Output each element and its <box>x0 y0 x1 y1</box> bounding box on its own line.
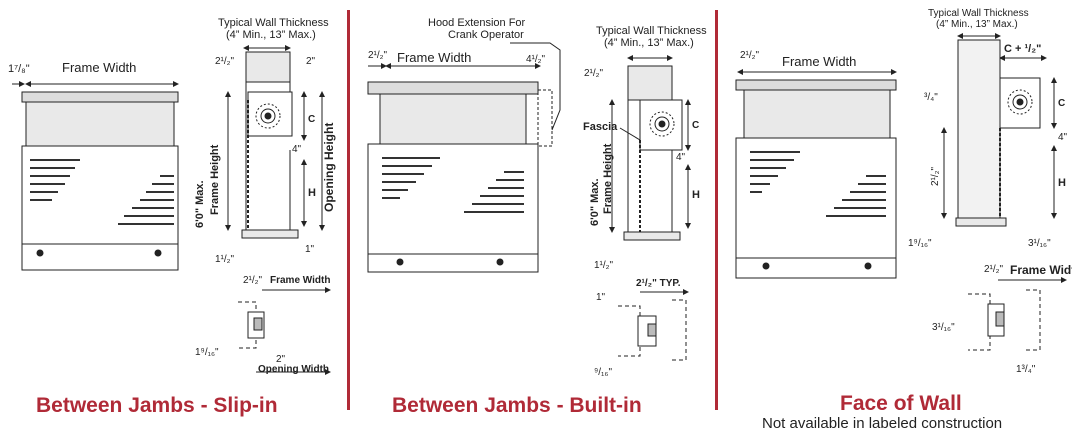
slip-in-front-view: 1⁷/₈" Frame Width <box>8 60 179 271</box>
svg-text:Frame Height: Frame Height <box>209 144 221 215</box>
svg-text:³/₄": ³/₄" <box>924 92 938 103</box>
svg-text:2¹/₂": 2¹/₂" <box>584 68 604 79</box>
svg-text:(4” Min., 13” Max.): (4” Min., 13” Max.) <box>604 37 694 49</box>
wall-range-label: (4” Min., 13” Max.) <box>226 29 316 41</box>
face-of-wall-plan-detail: 2¹/₂" Frame Width 3¹/₁₆" 1³/₄" <box>932 263 1072 375</box>
caption-face-of-wall: Face of Wall <box>840 392 962 415</box>
built-in-side-view: Hood Extension For Crank Operator Typica… <box>428 17 707 271</box>
svg-text:C: C <box>1058 98 1065 109</box>
built-in-front-view: 2¹/₂" Frame Width 4¹/₂" <box>367 50 553 273</box>
panel-divider <box>715 10 718 410</box>
svg-text:(4” Min., 13” Max.): (4” Min., 13” Max.) <box>936 19 1018 30</box>
svg-text:Frame Width: Frame Width <box>1010 263 1072 277</box>
caption-slip-in: Between Jambs - Slip-in <box>36 394 278 417</box>
svg-text:4": 4" <box>676 152 686 163</box>
svg-text:4¹/₂": 4¹/₂" <box>526 54 546 65</box>
svg-text:4": 4" <box>1058 132 1068 143</box>
face-of-wall-note: Not available in labeled construction <box>762 415 1003 432</box>
svg-text:H: H <box>692 189 700 201</box>
svg-text:1⁹/₁₆": 1⁹/₁₆" <box>195 347 219 358</box>
svg-text:6'0" Max.: 6'0" Max. <box>194 180 206 228</box>
typical-wall-label: Typical Wall Thickness <box>596 25 707 37</box>
svg-text:2¹/₂": 2¹/₂" <box>368 50 388 61</box>
svg-text:2¹/₂": 2¹/₂" <box>930 166 941 186</box>
svg-text:1¹/₂": 1¹/₂" <box>215 254 235 265</box>
frame-width-label: Frame Width <box>782 54 856 69</box>
svg-text:2¹/₂": 2¹/₂" <box>243 275 263 286</box>
svg-text:⁹/₁₆": ⁹/₁₆" <box>594 367 612 378</box>
svg-text:3¹/₁₆": 3¹/₁₆" <box>932 322 955 333</box>
svg-text:Frame Height: Frame Height <box>602 143 614 214</box>
svg-text:2": 2" <box>306 56 316 67</box>
frame-width-label: Frame Width <box>397 50 471 65</box>
svg-text:C: C <box>308 114 315 125</box>
svg-text:2": 2" <box>276 354 286 365</box>
svg-text:1": 1" <box>305 244 315 255</box>
svg-text:H: H <box>308 187 316 199</box>
slip-in-side-view: Typical Wall Thickness (4” Min., 13” Max… <box>194 17 336 265</box>
svg-text:1³/₄": 1³/₄" <box>1016 364 1036 375</box>
hood-extension-label: Hood Extension For <box>428 17 526 29</box>
face-of-wall-side-view: Typical Wall Thickness (4” Min., 13” Max… <box>908 8 1068 249</box>
built-in-plan-detail: 2¹/₂" TYP. 1" ⁹/₁₆" <box>594 278 689 378</box>
typical-wall-label: Typical Wall Thickness <box>218 17 329 29</box>
svg-text:C: C <box>692 120 699 131</box>
svg-text:6'0" Max.: 6'0" Max. <box>589 178 601 226</box>
svg-text:H: H <box>1058 177 1066 189</box>
svg-text:C + ¹/₂": C + ¹/₂" <box>1004 43 1041 55</box>
slip-in-plan-detail: 2¹/₂" Frame Width 1⁹/₁₆" 2" Opening Widt… <box>195 275 331 375</box>
svg-text:2¹/₂": 2¹/₂" <box>984 264 1004 275</box>
svg-text:4": 4" <box>292 144 302 155</box>
dim-1-7-8: 1⁷/₈" <box>8 63 30 75</box>
svg-text:Opening Width: Opening Width <box>258 364 329 375</box>
svg-text:1": 1" <box>596 292 606 303</box>
svg-text:Crank Operator: Crank Operator <box>448 29 524 41</box>
svg-text:Opening Height: Opening Height <box>322 123 336 212</box>
frame-width-label: Frame Width <box>62 60 136 75</box>
fascia-label: Fascia <box>583 121 618 133</box>
typical-wall-label: Typical Wall Thickness <box>928 8 1029 19</box>
panel-divider <box>347 10 350 410</box>
svg-text:2¹/₂": 2¹/₂" <box>215 56 235 67</box>
svg-text:2¹/₂" TYP.: 2¹/₂" TYP. <box>636 278 681 289</box>
caption-built-in: Between Jambs - Built-in <box>392 394 642 417</box>
face-of-wall-front-view: 2¹/₂" Frame Width <box>735 50 897 279</box>
svg-text:Frame Width: Frame Width <box>270 275 330 286</box>
svg-text:1⁹/₁₆": 1⁹/₁₆" <box>908 238 932 249</box>
svg-text:1¹/₂": 1¹/₂" <box>594 260 614 271</box>
svg-text:3¹/₁₆": 3¹/₁₆" <box>1028 238 1051 249</box>
svg-text:2¹/₂": 2¹/₂" <box>740 50 760 61</box>
